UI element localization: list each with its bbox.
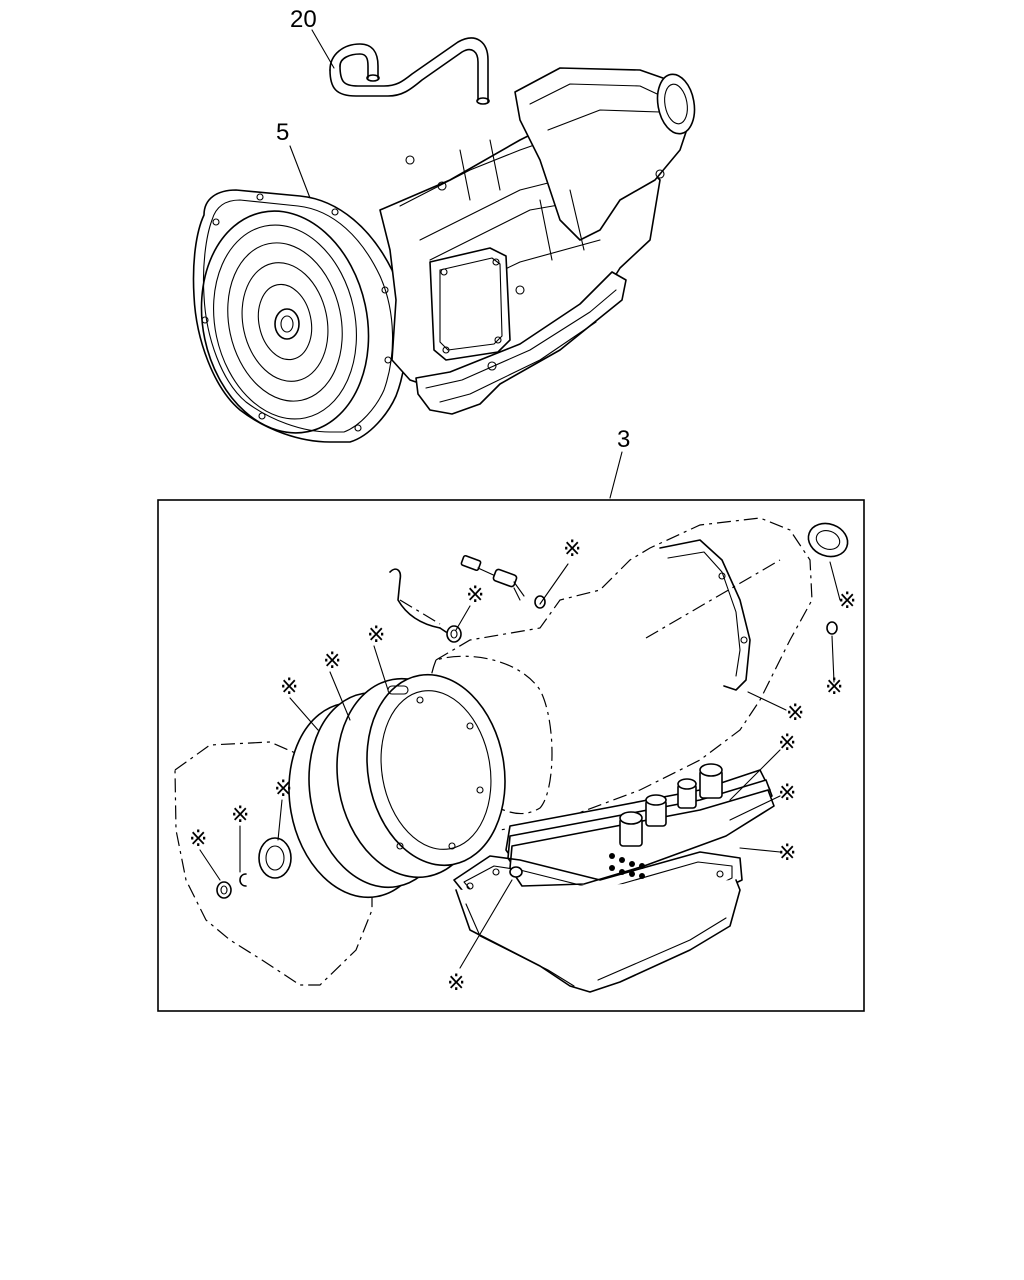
- kit-marker: ※: [778, 841, 796, 866]
- repair-kit-frame: [157, 499, 865, 1012]
- repair-kit-drawing: [174, 517, 849, 993]
- kit-marker: ※: [280, 675, 298, 700]
- kit-marker: ※: [274, 777, 292, 802]
- kit-marker: ※: [447, 971, 465, 996]
- kit-marker: ※: [825, 675, 843, 700]
- kit-marker: ※: [466, 583, 484, 608]
- callout-5: 5: [276, 119, 289, 146]
- kit-marker: ※: [778, 731, 796, 756]
- kit-marker: ※: [367, 623, 385, 648]
- oil-cooler-hose-drawing: [329, 37, 490, 105]
- kit-marker: ※: [786, 701, 804, 726]
- kit-marker: ※: [778, 781, 796, 806]
- transmission-assembly-drawing: [192, 67, 696, 443]
- callout-3: 3: [617, 426, 630, 453]
- kit-markers: ※ ※ ※ ※ ※ ※ ※ ※ ※ ※ ※ ※ ※ ※ ※: [189, 537, 856, 996]
- leader-lines: [289, 29, 623, 499]
- kit-marker: ※: [189, 827, 207, 852]
- kit-marker: ※: [838, 589, 856, 614]
- callout-20: 20: [290, 6, 317, 33]
- kit-marker: ※: [563, 537, 581, 562]
- kit-marker: ※: [231, 803, 249, 828]
- kit-marker: ※: [323, 649, 341, 674]
